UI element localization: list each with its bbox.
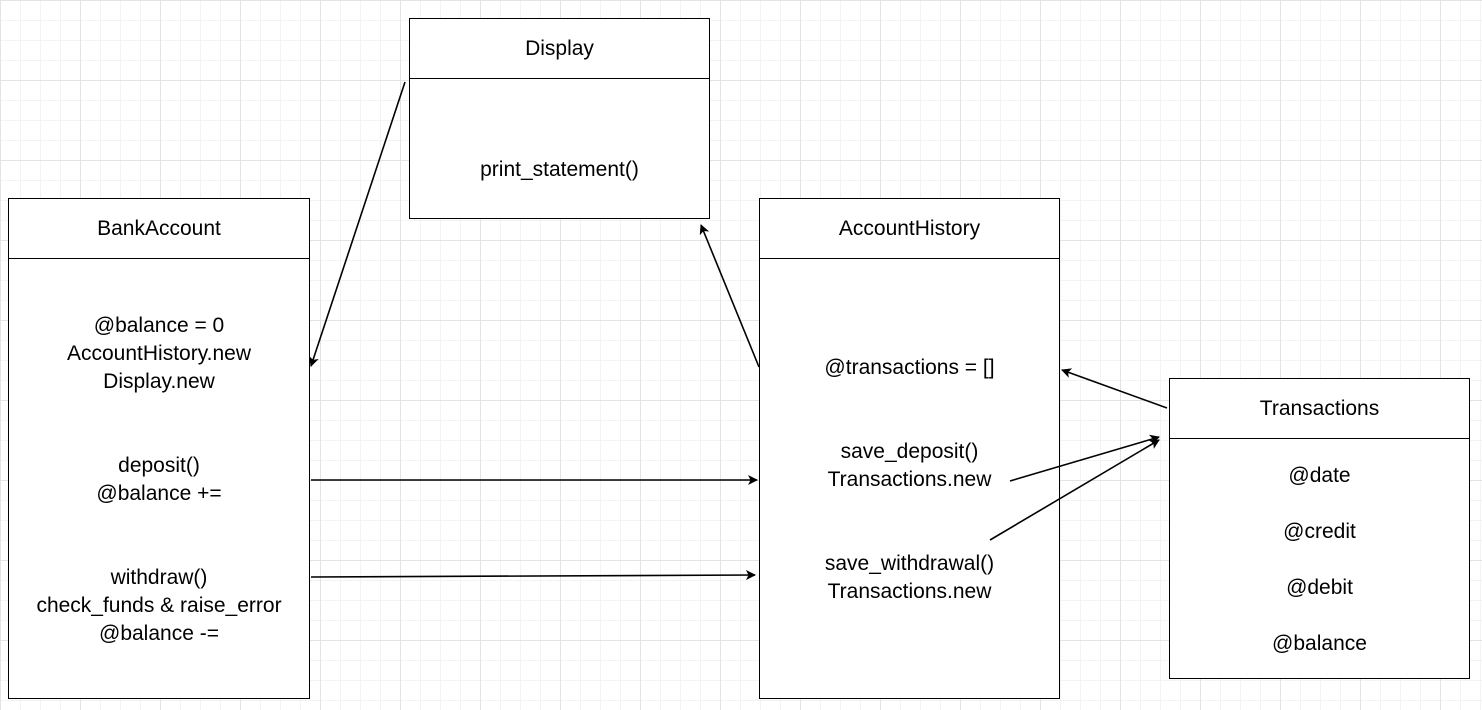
transactions-member-debit: @debit [1286, 576, 1353, 599]
arrow-save-deposit-to-transactions [1009, 434, 1160, 482]
bank-account-member-display-new: Display.new [103, 370, 215, 393]
transactions-class-title: Transactions [1170, 379, 1469, 439]
bank-account-class-box[interactable]: BankAccount @balance = 0 AccountHistory.… [8, 198, 310, 699]
display-class-box[interactable]: Display print_statement() [409, 18, 710, 219]
account-history-member-transactions: @transactions = [] [824, 356, 995, 379]
account-history-member-save-deposit: save_deposit() [840, 440, 979, 463]
bank-account-member-balance-init: @balance = 0 [93, 314, 225, 337]
bank-account-member-withdraw: withdraw() [110, 566, 208, 589]
account-history-member-save-withdrawal: save_withdrawal() [824, 552, 995, 575]
account-history-class-box[interactable]: AccountHistory @transactions = [] save_d… [759, 198, 1060, 699]
arrow-display-to-bank-account [309, 81, 406, 367]
bank-account-class-title: BankAccount [9, 199, 309, 259]
bank-account-member-account-history-new: AccountHistory.new [66, 342, 252, 365]
transactions-member-balance: @balance [1272, 632, 1367, 655]
display-class-title: Display [410, 19, 709, 79]
account-history-member-transactions-new-2: Transactions.new [827, 580, 992, 603]
bank-account-member-balance-subtract: @balance -= [99, 622, 219, 645]
arrow-transactions-to-account-history [1061, 368, 1168, 409]
arrow-save-withdrawal-to-transactions [989, 439, 1160, 541]
bank-account-member-deposit: deposit() [118, 454, 200, 477]
account-history-class-title: AccountHistory [760, 199, 1059, 259]
display-member-print-statement: print_statement() [480, 158, 639, 181]
bank-account-member-check-funds: check_funds & raise_error [36, 594, 282, 617]
transactions-member-credit: @credit [1283, 520, 1356, 543]
transactions-class-box[interactable]: Transactions @date @credit @debit @balan… [1169, 378, 1470, 679]
arrow-account-history-to-display [699, 224, 760, 368]
bank-account-member-balance-add: @balance += [96, 482, 222, 505]
account-history-member-transactions-new-1: Transactions.new [827, 468, 992, 491]
transactions-member-date: @date [1288, 464, 1351, 487]
arrow-withdraw-to-account-history [310, 570, 756, 581]
